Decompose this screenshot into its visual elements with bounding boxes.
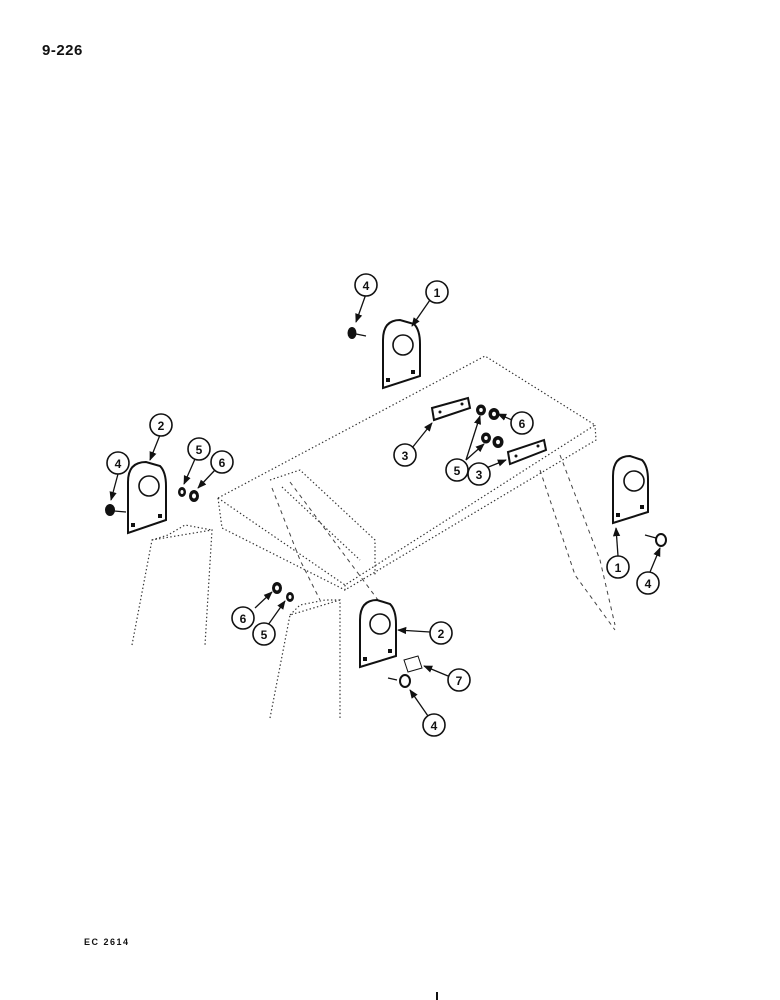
callout-label: 3 (402, 449, 409, 463)
frame-crossmember (131, 355, 616, 720)
callout-left-5: 5 (187, 437, 211, 461)
leader-lines (109, 293, 661, 717)
callout-label: 6 (519, 417, 526, 431)
callout-label: 6 (219, 456, 226, 470)
callout-bottom-4: 4 (422, 713, 446, 737)
page-number: 9-226 (42, 42, 83, 59)
strap-plate-lower (506, 438, 548, 466)
washers-center (476, 404, 491, 444)
callout-bottom-2: 2 (429, 621, 453, 645)
mounting-plate-bottom (359, 598, 397, 669)
callout-label: 5 (196, 443, 203, 457)
callout-top-4: 4 (354, 273, 378, 297)
nuts-center (488, 408, 504, 448)
callout-right-1: 1 (606, 555, 630, 579)
washer-bottom (286, 592, 294, 602)
callout-label: 5 (261, 628, 268, 642)
mounting-plate-right (612, 454, 649, 525)
callout-label: 2 (158, 419, 165, 433)
bolt-left (105, 504, 127, 516)
callout-label: 6 (240, 612, 247, 626)
callout-center-3b: 3 (467, 462, 491, 486)
callout-label: 1 (615, 561, 622, 575)
bolt-top (347, 327, 367, 339)
callout-label: 4 (431, 719, 438, 733)
callout-label: 7 (456, 674, 463, 688)
mounting-plate-left (127, 460, 167, 535)
nut-bottom (272, 582, 282, 594)
callout-left-6: 6 (210, 450, 234, 474)
bolt-bottom (387, 674, 411, 688)
callout-bottom-5: 5 (252, 622, 276, 646)
callout-label: 4 (363, 279, 370, 293)
callout-label: 2 (438, 627, 445, 641)
callout-label: 4 (645, 577, 652, 591)
callout-center-5: 5 (445, 458, 469, 482)
callout-label: 4 (115, 457, 122, 471)
callout-label: 1 (434, 286, 441, 300)
callout-bottom-7: 7 (447, 668, 471, 692)
strap-plate-upper (430, 396, 472, 422)
callout-center-6: 6 (510, 411, 534, 435)
callout-left-2: 2 (149, 413, 173, 437)
nut-left (189, 490, 199, 502)
bolt-right (644, 533, 667, 547)
callout-left-4: 4 (106, 451, 130, 475)
callout-right-4: 4 (636, 571, 660, 595)
callout-top-1: 1 (425, 280, 449, 304)
callout-label: 5 (454, 464, 461, 478)
footer-code: EC 2614 (84, 937, 130, 947)
washer-left (178, 487, 186, 497)
shim-plate (403, 655, 423, 673)
mounting-plate-top (382, 318, 421, 390)
callout-label: 3 (476, 468, 483, 482)
callout-center-3a: 3 (393, 443, 417, 467)
callout-bottom-6: 6 (231, 606, 255, 630)
